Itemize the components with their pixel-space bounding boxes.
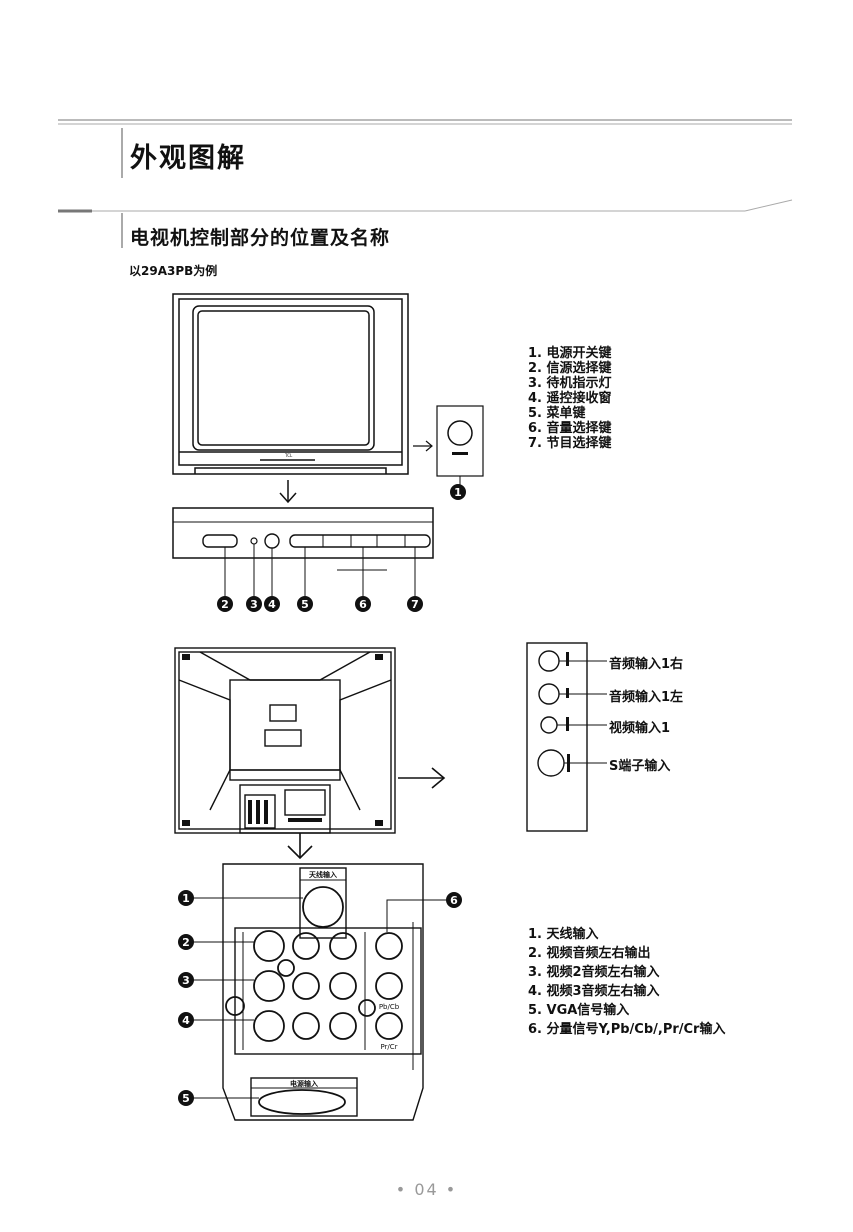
svg-text:1: 1 [454, 486, 462, 499]
rear-marker-6: 6 [446, 892, 462, 908]
tv-front-diagram: TCL [172, 293, 484, 597]
side-input-label-3: 视频输入1 [609, 721, 671, 736]
list-item: 5. VGA信号输入 [528, 1003, 630, 1018]
page-number: • 04 • [0, 1180, 853, 1199]
svg-text:1: 1 [182, 892, 190, 905]
rear-connection-panel: 天线输入 Pb/Cb Pr/Cr 电源输入 [187, 863, 447, 1121]
rear-inputs-list: 1. 天线输入 2. 视频音频左右输出 3. 视频2音频左右输入 4. 视频3音… [528, 925, 725, 1039]
rear-marker-2: 2 [178, 934, 194, 950]
svg-text:5: 5 [301, 598, 309, 611]
example-note: 以29A3PB为例 [129, 264, 218, 278]
list-item: 3. 待机指示灯 [528, 376, 612, 391]
list-item: 1. 电源开关键 [528, 346, 612, 361]
svg-text:2: 2 [221, 598, 229, 611]
side-input-label-1: 音频输入1右 [609, 657, 684, 672]
svg-text:4: 4 [268, 598, 276, 611]
svg-text:4: 4 [182, 1014, 190, 1027]
svg-text:6: 6 [450, 894, 458, 907]
rear-marker-3: 3 [178, 972, 194, 988]
marker-4: 4 [264, 596, 280, 612]
list-item: 4. 遥控接收窗 [528, 391, 612, 406]
svg-text:3: 3 [250, 598, 258, 611]
list-item: 7. 节目选择键 [528, 436, 612, 451]
marker-5: 5 [297, 596, 313, 612]
marker-1: 1 [450, 484, 466, 500]
dot-icon: • [445, 1180, 458, 1199]
rear-marker-4: 4 [178, 1012, 194, 1028]
header-rules [58, 119, 793, 248]
marker-6: 6 [355, 596, 371, 612]
subsection-title: 电视机控制部分的位置及名称 [130, 227, 391, 249]
section-title: 外观图解 [130, 143, 246, 174]
list-item: 2. 信源选择键 [528, 361, 612, 376]
svg-text:2: 2 [182, 936, 190, 949]
front-controls-list: 1. 电源开关键 2. 信源选择键 3. 待机指示灯 4. 遥控接收窗 5. 菜… [528, 346, 612, 451]
side-input-label-2: 音频输入1左 [609, 690, 684, 705]
dot-icon: • [395, 1180, 408, 1199]
list-item: 5. 菜单键 [528, 406, 586, 421]
rear-marker-5: 5 [178, 1090, 194, 1106]
svg-text:5: 5 [182, 1092, 190, 1105]
side-input-panel [526, 642, 607, 832]
power-label: 电源输入 [290, 1079, 318, 1088]
page-number-text: 04 [414, 1180, 439, 1199]
marker-3: 3 [246, 596, 262, 612]
antenna-label: 天线输入 [309, 870, 337, 879]
list-item: 4. 视频3音频左右输入 [528, 984, 660, 999]
svg-text:Pr/Cr: Pr/Cr [380, 1043, 397, 1051]
list-item: 3. 视频2音频左右输入 [528, 965, 660, 980]
svg-text:Pb/Cb: Pb/Cb [379, 1003, 400, 1011]
svg-text:3: 3 [182, 974, 190, 987]
svg-text:6: 6 [359, 598, 367, 611]
svg-text:7: 7 [411, 598, 419, 611]
marker-7: 7 [407, 596, 423, 612]
rear-marker-1: 1 [178, 890, 194, 906]
tv-rear-diagram [174, 647, 446, 860]
list-item: 6. 音量选择键 [528, 421, 612, 436]
marker-2: 2 [217, 596, 233, 612]
list-item: 6. 分量信号Y,Pb/Cb/,Pr/Cr输入 [528, 1022, 726, 1037]
list-item: 2. 视频音频左右输出 [528, 946, 651, 961]
side-input-label-4: S端子输入 [609, 759, 671, 774]
list-item: 1. 天线输入 [528, 927, 599, 942]
svg-text:TCL: TCL [284, 453, 293, 458]
